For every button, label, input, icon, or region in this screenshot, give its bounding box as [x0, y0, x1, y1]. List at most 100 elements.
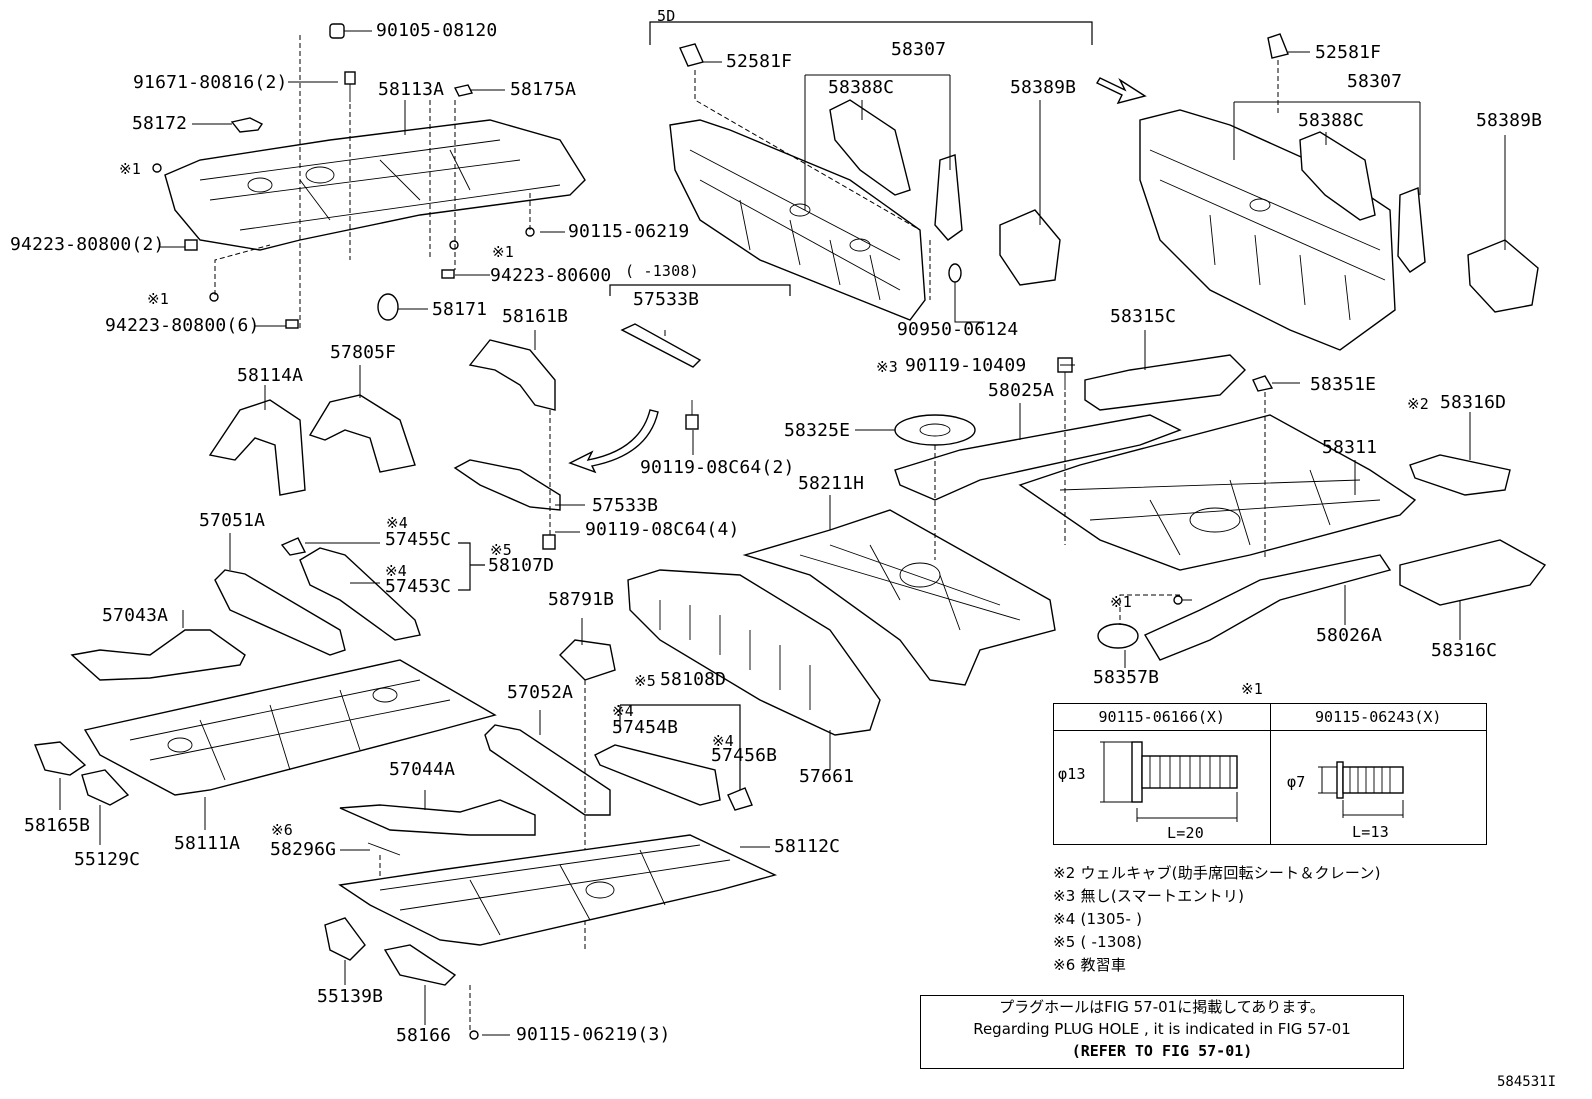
part-58111A	[83, 659, 497, 796]
part-58161B	[468, 339, 556, 411]
part-57044A	[339, 799, 536, 836]
note-marker-2: ※2	[1407, 395, 1429, 413]
part-58311	[1018, 414, 1417, 571]
spec-col1-header: 90115-06166(X)	[1053, 703, 1271, 731]
part-58389B-left	[934, 154, 1061, 286]
part-52581F-right	[1267, 33, 1289, 59]
label-58165B: 58165B	[24, 815, 91, 836]
figure-id: 584531I	[1497, 1074, 1557, 1090]
note-marker-5: ※5	[634, 672, 656, 690]
label-58114A: 58114A	[237, 365, 304, 386]
label-94223-80600: 94223-80600	[490, 265, 612, 286]
label-90119-08C64-2: 90119-08C64(2)	[640, 457, 795, 478]
label-58389B: 58389B	[1476, 110, 1543, 131]
part-58113A	[164, 119, 586, 251]
label-58166: 58166	[396, 1025, 452, 1046]
label-58316D: 58316D	[1440, 392, 1507, 413]
footnote-4: ※4 (1305- )	[1053, 910, 1143, 928]
label-55139B: 55139B	[317, 986, 384, 1007]
part-57052A	[484, 724, 611, 816]
part-58315C	[1084, 354, 1246, 411]
label-90115-06219-3: 90115-06219(3)	[516, 1024, 671, 1045]
leader-lines-57455C	[182, 533, 485, 628]
part-58791B	[559, 639, 616, 681]
label-58025A: 58025A	[988, 380, 1055, 401]
label-52581F: 52581F	[726, 51, 793, 72]
label-57044A: 57044A	[389, 759, 456, 780]
leader-lines-top-left	[160, 30, 565, 330]
label-58307: 58307	[1347, 71, 1403, 92]
label-58388C: 58388C	[828, 77, 895, 98]
spec-col2-diameter: φ7	[1287, 773, 1306, 791]
note-marker-1: ※1	[1241, 680, 1263, 698]
fastener-90119-10409	[1057, 357, 1073, 390]
label-57051A: 57051A	[199, 510, 266, 531]
part-58114A	[208, 399, 306, 496]
part-57454B	[594, 744, 721, 806]
part-58316D	[1409, 454, 1511, 496]
spec-col1-cell	[1053, 730, 1271, 845]
spec-col2-length: L=13	[1352, 823, 1389, 841]
footnote-2: ※2 ウェルキャブ(助手席回転シート＆クレーン)	[1053, 864, 1381, 882]
label-55129C: 55129C	[74, 849, 141, 870]
label-57052A: 57052A	[507, 682, 574, 703]
leader-lines-58111A	[59, 778, 206, 845]
part-57043A	[70, 629, 246, 681]
label-91671-80816: 91671-80816(2)	[133, 72, 288, 93]
part-58357B	[1097, 623, 1139, 649]
part-58166	[383, 944, 457, 986]
part-52581F-left	[679, 43, 704, 67]
part-55139B	[324, 917, 366, 961]
label-57533B: 57533B	[633, 289, 700, 310]
footnote-6: ※6 教習車	[1053, 956, 1127, 974]
label-58026A: 58026A	[1316, 625, 1383, 646]
part-58389B-right	[1397, 187, 1539, 313]
fastener-90119-08C64	[542, 400, 699, 550]
footnote-5: ※5 ( -1308)	[1053, 933, 1143, 951]
label-57455C: 57455C	[385, 529, 452, 550]
label-5D: 5D	[657, 7, 676, 25]
label-58113A: 58113A	[378, 79, 445, 100]
part-58316C	[1399, 539, 1547, 606]
part-58171	[377, 293, 399, 321]
label-58325E: 58325E	[784, 420, 851, 441]
label-90105-08120: 90105-08120	[376, 20, 498, 41]
reference-line-japanese: プラグホールはFIG 57-01に掲載してあります。	[999, 998, 1325, 1016]
bolt-spec-table: 90115-06166(X) 90115-06243(X)	[1053, 703, 1487, 845]
label-90119-10409: 90119-10409	[905, 355, 1027, 376]
label-58351E: 58351E	[1310, 374, 1377, 395]
note-marker-1: ※1	[1110, 593, 1132, 611]
label-57805F: 57805F	[330, 342, 397, 363]
part-58307-left	[669, 119, 926, 321]
label-58791B: 58791B	[548, 589, 615, 610]
label-58311: 58311	[1322, 437, 1378, 458]
part-58325E	[894, 414, 976, 446]
reference-line-english: Regarding PLUG HOLE , it is indicated in…	[973, 1020, 1351, 1038]
note-marker-4: ※4	[612, 702, 634, 720]
part-57533B-top	[620, 323, 702, 368]
note-marker-1: ※1	[119, 160, 141, 178]
reference-line-refer: (REFER TO FIG 57-01)	[1071, 1042, 1253, 1060]
label-90115-06219: 90115-06219	[568, 221, 690, 242]
fasteners-top-left	[152, 23, 535, 329]
part-57456B	[727, 787, 753, 811]
part-57661	[627, 569, 881, 736]
leader-lines-top-right	[1233, 51, 1506, 250]
label-58296G: 58296G	[270, 839, 337, 860]
note-marker-4: ※4	[712, 732, 734, 750]
note-marker-1: ※1	[147, 290, 169, 308]
label-94223-80800-2: 94223-80800(2)	[10, 234, 165, 255]
label-90950-06124: 90950-06124	[897, 319, 1019, 340]
part-57051A	[214, 569, 346, 656]
label-58315C: 58315C	[1110, 306, 1177, 327]
label-58172: 58172	[132, 113, 188, 134]
part-58296G	[367, 842, 401, 856]
label-58171: 58171	[432, 299, 488, 320]
note-marker-6: ※6	[271, 821, 293, 839]
note-marker-4: ※4	[386, 514, 408, 532]
label-58211H: 58211H	[798, 473, 865, 494]
arrow-right	[1096, 77, 1147, 105]
label-58388C: 58388C	[1298, 110, 1365, 131]
part-57805F	[308, 394, 416, 473]
part-58388C-right	[1299, 131, 1376, 221]
